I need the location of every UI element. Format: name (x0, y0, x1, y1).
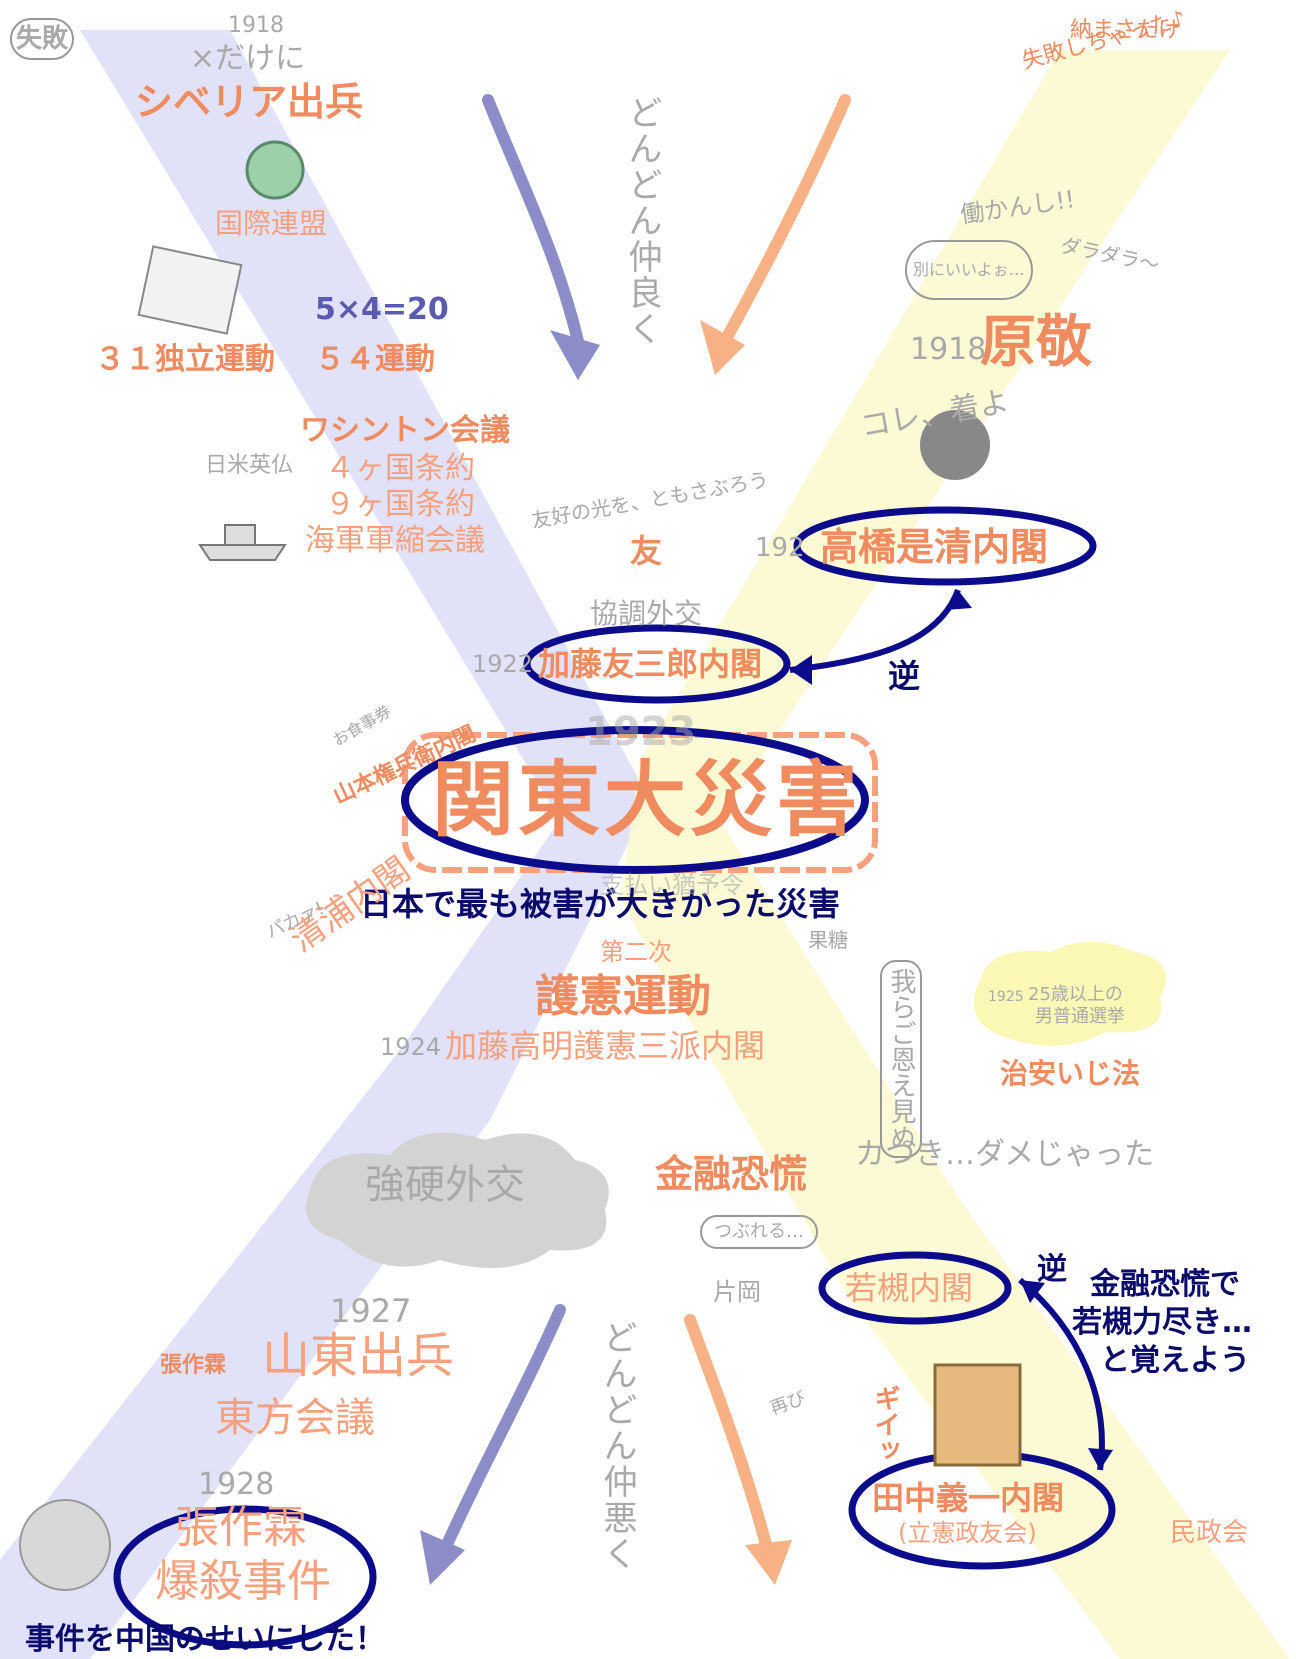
bookshelf-icon (933, 1363, 1022, 1467)
blue-band (0, 30, 650, 1659)
arrow-blue-top (482, 94, 586, 356)
takahashi-cabinet: 高橋是清内閣 (820, 525, 1049, 569)
suffrage-line2: 男普通選挙 (1035, 1006, 1125, 1027)
reverse-label-bottom: 逆 (1037, 1252, 1067, 1287)
explosion-icon (19, 1499, 111, 1591)
arrow-orange-top-head (700, 320, 745, 375)
math-doodle: 5×4=20 (315, 292, 449, 327)
chian-law: 治安いじ法 (1000, 1057, 1141, 1090)
kyoko-diplomacy: 強硬外交 (365, 1162, 525, 1208)
memo-line3: と覚えよう (1100, 1343, 1250, 1378)
ellipse-quake (401, 726, 869, 874)
minseito: 民政会 (1170, 1518, 1249, 1548)
ellipse-kato (523, 624, 791, 704)
failure-badge: 失敗 (10, 18, 75, 60)
globe-icon (245, 140, 305, 200)
quake-year: 1923 (585, 709, 697, 755)
zhang-line1: 張作霖 (175, 1502, 307, 1553)
arrow-orange-top (714, 94, 851, 356)
moratorium: 支払い猶予令 (600, 871, 744, 899)
league-of-nations: 国際連盟 (215, 207, 328, 240)
kato-cabinet: 加藤友三郎内閣 (538, 645, 763, 683)
battleship-icon (198, 524, 287, 561)
washington-countries: 日米英仏 (205, 453, 294, 478)
kato2-cabinet: 加藤高明護憲三派内閣 (445, 1027, 766, 1065)
note-betsu: 別にいいよぉ… (905, 240, 1033, 300)
eastern-conference: 東方会議 (215, 1395, 375, 1441)
zhang-note: 事件を中国のせいにした！ (25, 1622, 385, 1657)
friend-char: 友 (630, 532, 663, 570)
kinyu-kyoko: 金融恐慌 (655, 1152, 808, 1196)
quake-note: 日本で最も被害が大きかった災害 (360, 885, 841, 923)
siberia-caption: ×だけに (190, 41, 306, 76)
arrow-blue-top-head (550, 330, 600, 380)
kyocho-diplomacy: 協調外交 (590, 597, 703, 630)
arrow-blue-bottom (434, 1304, 566, 1566)
shandong-expedition: 山東出兵 (262, 1328, 455, 1384)
takahashi-year: 192 (755, 533, 805, 563)
washington-title: ワシントン会議 (300, 413, 510, 448)
gi-note: ギイッ (870, 1385, 900, 1463)
memo-line2: 若槻力尽き… (1072, 1305, 1252, 1340)
yellow-band (620, 50, 1290, 1659)
kato2-year: 1924 (380, 1033, 442, 1061)
ellipse-takahashi (793, 506, 1097, 586)
hara-name: 原敬 (980, 310, 1092, 375)
tsubu-note: つぶれる… (700, 1215, 818, 1249)
goken-small: 第二次 (600, 938, 672, 966)
person-icon (920, 410, 990, 480)
arrow-blue-bottom-head (420, 1530, 465, 1585)
hara-year: 1918 (910, 332, 987, 367)
wakatsuki-cabinet: 若槻内閣 (845, 1269, 974, 1307)
suffrage-line1: 25歳以上の (1028, 984, 1123, 1005)
march-first-movement: ３１独立運動 (95, 342, 275, 377)
siberia-event: シベリア出兵 (135, 80, 364, 124)
note-sat: 納まさたけ (1070, 18, 1181, 43)
four-power-treaty: ４ヶ国条約 (325, 451, 475, 486)
arrow-orange-bottom (684, 1314, 776, 1566)
ellipse-wakatsuki (818, 1251, 1012, 1325)
suffrage-cloud (973, 942, 1167, 1046)
phrase-closer: どんどん仲良く (622, 95, 662, 347)
quake-name: 関東大災害 (432, 753, 863, 848)
may-fourth-movement: ５４運動 (315, 342, 435, 377)
tanaka-cabinet: 田中義一内閣 (872, 1479, 1065, 1517)
warera-note: 我らご恩え見ぬ (880, 960, 922, 1158)
cloud-shape (306, 1132, 609, 1268)
suffrage-year: 1925 (988, 989, 1024, 1005)
zhang-line2: 爆殺事件 (155, 1556, 331, 1607)
reverse-arrow-bottom (1018, 1277, 1105, 1471)
zhang-year: 1928 (198, 1467, 275, 1502)
arrow-orange-bottom-head (745, 1540, 792, 1585)
kato-year: 1922 (472, 650, 534, 678)
memo-line1: 金融恐慌で (1090, 1267, 1240, 1302)
paper-icon (137, 245, 243, 335)
tanaka-party: (立憲政友会) (898, 1519, 1037, 1547)
reverse-label-top: 逆 (888, 657, 921, 695)
naval-conference: 海軍軍縮会議 (305, 523, 485, 558)
shandong-year: 1927 (330, 1292, 412, 1330)
goken-movement: 護憲運動 (535, 971, 711, 1022)
zhang-doodle: 張作霖 (160, 1353, 227, 1378)
nine-power-treaty: ９ヶ国条約 (325, 487, 475, 522)
katsuki-note: カつき…ダメじゃった (855, 1137, 1155, 1172)
ellipse-zhang (113, 1505, 377, 1649)
phrase-worse: どんどん仲悪く (597, 1320, 637, 1572)
siberia-year: 1918 (228, 13, 284, 38)
kakuto-note: 果糖 (808, 928, 848, 952)
kataoka: 片岡 (713, 1278, 761, 1306)
